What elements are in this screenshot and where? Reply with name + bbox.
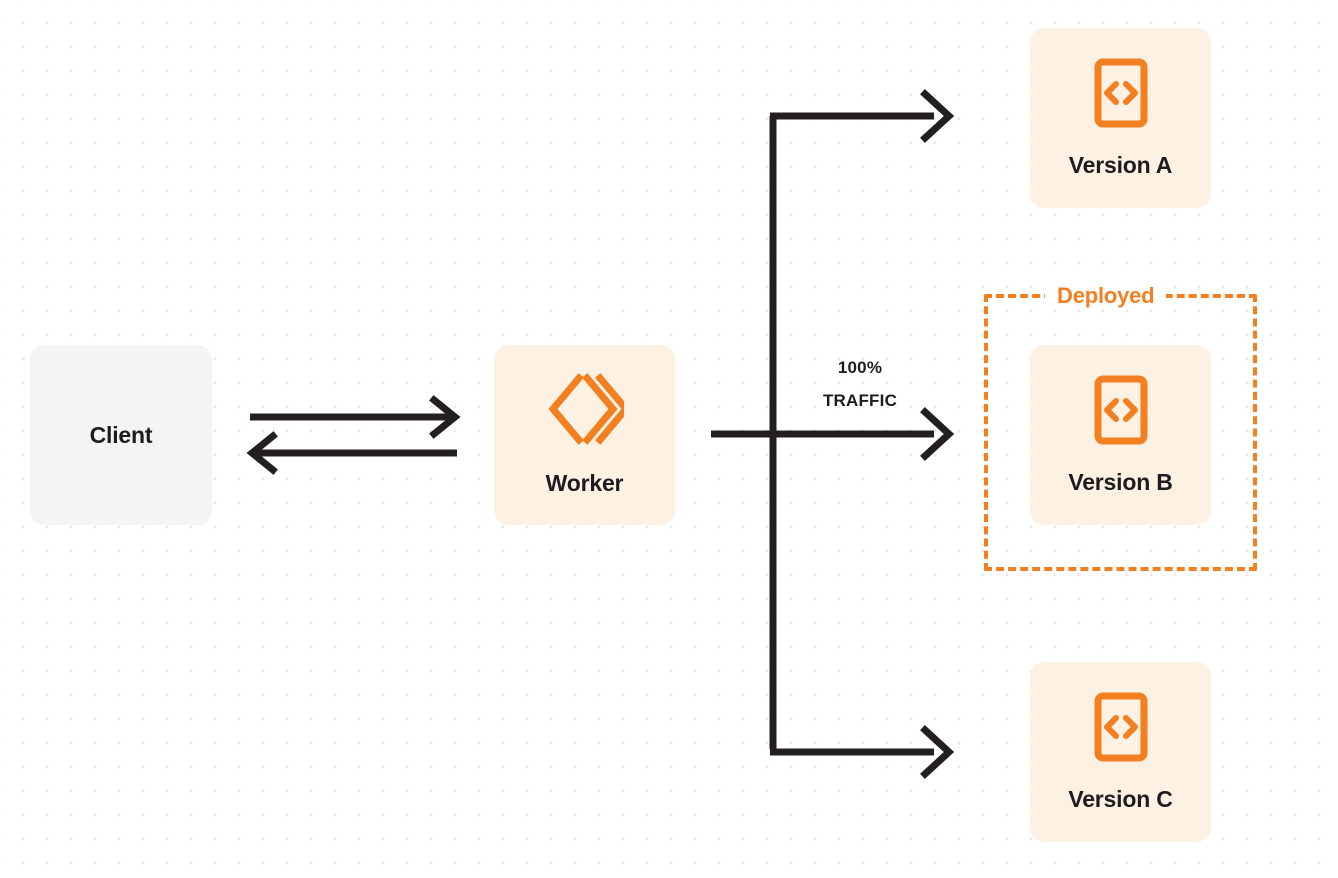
arrow-worker-to-client (246, 431, 457, 475)
node-client[interactable]: Client (30, 345, 212, 525)
node-worker-label: Worker (545, 470, 624, 496)
node-worker[interactable]: Worker (494, 345, 675, 525)
deployed-group-label: Deployed (1045, 284, 1167, 308)
node-version-b[interactable]: Version B (1030, 345, 1211, 525)
arrow-worker-to-version-b (711, 407, 955, 461)
traffic-word: TRAFFIC (822, 391, 898, 410)
traffic-percent: 100% (837, 358, 883, 377)
arrow-worker-to-version-c (770, 725, 955, 779)
arrow-worker-to-version-a (770, 89, 955, 143)
cloudflare-workers-logo-icon (546, 373, 631, 450)
traffic-annotation: 100% TRAFFIC (790, 351, 930, 417)
node-version-c[interactable]: Version C (1030, 662, 1211, 842)
code-document-icon (1093, 691, 1149, 768)
code-document-icon (1093, 374, 1149, 451)
node-version-a[interactable]: Version A (1030, 28, 1211, 208)
node-version-c-label: Version C (1068, 786, 1173, 812)
code-document-icon (1093, 57, 1149, 134)
node-version-a-label: Version A (1068, 152, 1173, 178)
node-client-label: Client (89, 421, 153, 448)
node-version-b-label: Version B (1068, 469, 1173, 495)
arrow-client-to-worker (250, 395, 461, 439)
